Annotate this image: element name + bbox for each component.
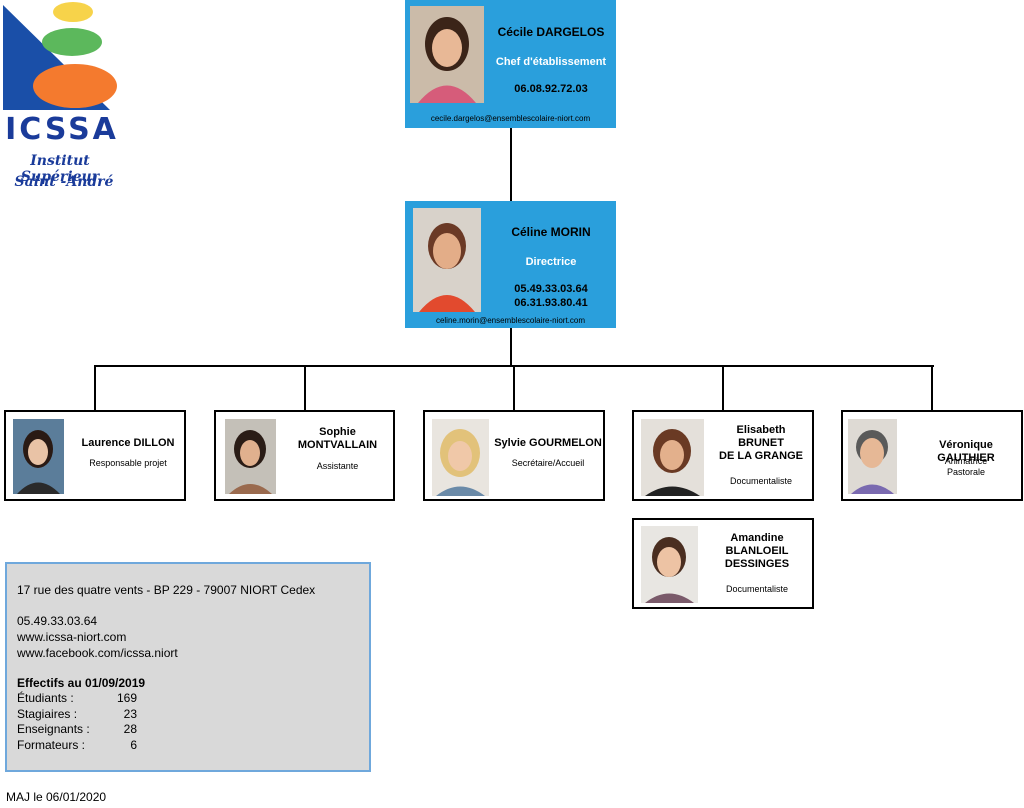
staff-role: Documentaliste [729,476,793,486]
staff-photo [225,419,276,494]
chef-name: Cécile DARGELOS [497,25,605,39]
connector-staff-4 [722,365,724,410]
directrice-photo [413,208,481,312]
effectif-row: Formateurs :6 [17,738,137,752]
chef-photo [410,6,484,103]
logo-subtitle-1: Institut Supérieur [20,153,100,185]
staff-photo [848,419,897,494]
chef-box: Cécile DARGELOS Chef d'établissement 06.… [405,0,616,128]
directrice-email: celine.morin@ensemblescolaire-niort.com [435,316,586,325]
connector-staff-5 [931,365,933,410]
connector-chef-directrice [510,128,512,201]
connector-staff-2 [304,365,306,410]
phone: 05.49.33.03.64 [17,614,98,628]
staff-role: Secrétaire/Accueil [511,458,585,468]
website-link[interactable]: www.icssa-niort.com [17,630,127,644]
directrice-name: Céline MORIN [511,225,591,239]
staff-card-dillon: Laurence DILLON Responsable projet [4,410,186,501]
staff-card-gourmelon: Sylvie GOURMELON Secrétaire/Accueil [423,410,605,501]
staff-name: Sylvie GOURMELON [494,437,602,449]
directrice-role: Directrice [525,256,577,268]
logo-yellow-shape [53,2,93,22]
staff-photo [13,419,64,494]
staff-role: Documentaliste [725,584,789,594]
chef-phone: 06.08.92.72.03 [514,83,588,95]
connector-staff-1 [94,365,96,410]
staff-role: Assistante [316,461,359,471]
connector-directrice-bus [510,328,512,366]
contact-info-box: 17 rue des quatre vents - BP 229 - 79007… [5,562,371,772]
staff-name: Laurence DILLON [81,437,175,449]
logo-subtitle-2: Saint -André [14,174,114,190]
staff-photo [432,419,489,496]
chef-role: Chef d'établissement [495,56,607,68]
effectif-row: Enseignants :28 [17,722,137,736]
directrice-box: Céline MORIN Directrice 05.49.33.03.64 0… [405,201,616,328]
update-date: MAJ le 06/01/2020 [6,790,107,804]
facebook-link[interactable]: www.facebook.com/icssa.niort [17,646,178,660]
staff-photo [641,526,698,603]
effectifs-title: Effectifs au 01/09/2019 [17,676,146,690]
connector-staff-3 [513,365,515,410]
effectif-row: Stagiaires :23 [17,707,137,721]
staff-photo [641,419,704,496]
chef-email: cecile.dargelos@ensemblescolaire-niort.c… [430,114,591,123]
effectif-row: Étudiants :169 [17,691,138,705]
directrice-phone-2: 06.31.93.80.41 [514,297,588,309]
logo-green-shape [42,28,102,56]
icssa-logo [3,2,117,110]
staff-role: Responsable projet [89,458,167,468]
staff-name: Véronique GAUTHIER [937,439,995,464]
directrice-phone-1: 05.49.33.03.64 [514,283,588,295]
logo-orange-shape [33,64,117,108]
logo-title: ICSSA [5,112,119,147]
address: 17 rue des quatre vents - BP 229 - 79007… [17,583,316,597]
